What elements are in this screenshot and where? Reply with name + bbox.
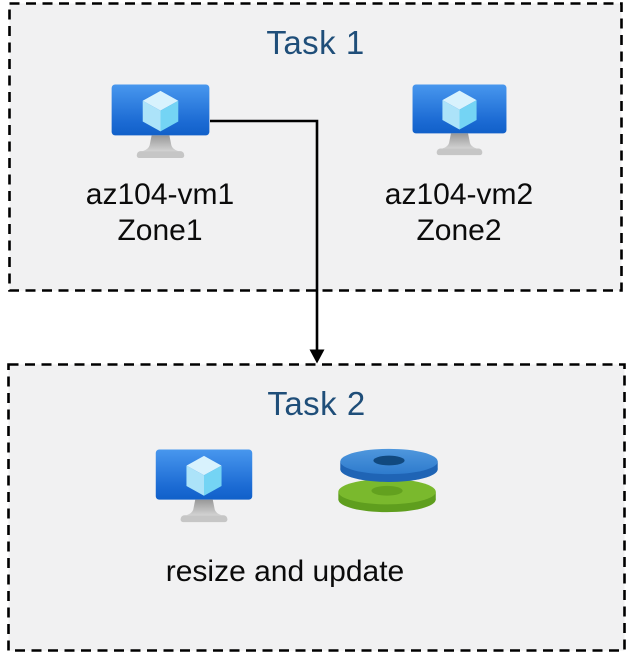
vm1-label: az104-vm1 Zone1	[50, 177, 270, 249]
task2-box	[7, 363, 626, 652]
connector-arrowhead-icon	[309, 349, 325, 364]
vm1-zone: Zone1	[117, 214, 203, 247]
connector-elbow-line	[210, 119, 319, 352]
azure-vm-icon	[155, 449, 253, 523]
azure-vm-icon	[412, 84, 507, 156]
task2-title: Task 2	[267, 385, 366, 422]
vm2-name: az104-vm2	[384, 178, 534, 211]
vm2-label: az104-vm2 Zone2	[349, 177, 569, 249]
vm1-name: az104-vm1	[85, 178, 235, 211]
vm2-zone: Zone2	[416, 214, 502, 247]
azure-disks-icon	[338, 448, 438, 513]
task1-title: Task 1	[266, 24, 365, 61]
azure-vm-icon	[111, 84, 210, 159]
task1-box	[8, 2, 623, 292]
task2-caption: resize and update	[165, 555, 405, 588]
